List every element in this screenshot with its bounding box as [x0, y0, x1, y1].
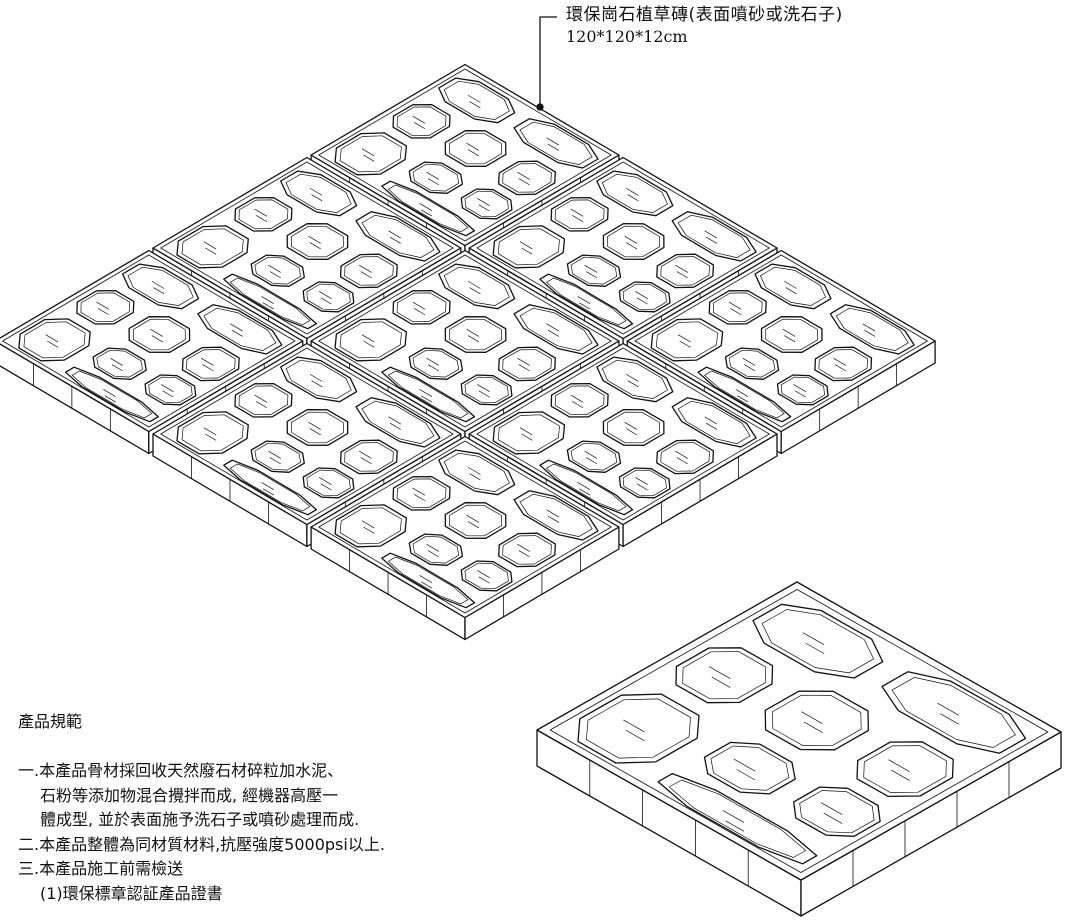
- spec-line-5: 三.本產品施工前需檢送: [18, 859, 184, 878]
- single-paver-detail: [536, 581, 1062, 917]
- product-spec: 產品規範 一.本產品骨材採回收天然廢石材碎粒加水泥、 石粉等添加物混合攪拌而成,…: [18, 708, 385, 906]
- spec-line-2: 石粉等添加物混合攪拌而成, 經機器高壓一: [40, 785, 339, 805]
- spec-line-6: (1)環保標章認証產品證書: [40, 883, 223, 903]
- spec-line-4: 二.本產品整體為同材質材料,抗壓強度5000psi以上.: [18, 834, 385, 854]
- callout-leader: [536, 16, 557, 111]
- product-name-label: 環保崗石植草磚(表面噴砂或洗石子): [566, 5, 843, 25]
- spec-line-1: 一.本產品骨材採回收天然廢石材碎粒加水泥、: [18, 761, 344, 780]
- spec-line-3: 體成型, 並於表面施予洗石子或噴砂處理而成.: [40, 810, 360, 829]
- paver-grid-3x3: [0, 63, 936, 641]
- product-size-label: 120*120*12cm: [566, 27, 688, 46]
- spec-title: 產品規範: [18, 712, 83, 731]
- product-callout: 環保崗石植草磚(表面噴砂或洗石子) 120*120*12cm: [566, 4, 843, 48]
